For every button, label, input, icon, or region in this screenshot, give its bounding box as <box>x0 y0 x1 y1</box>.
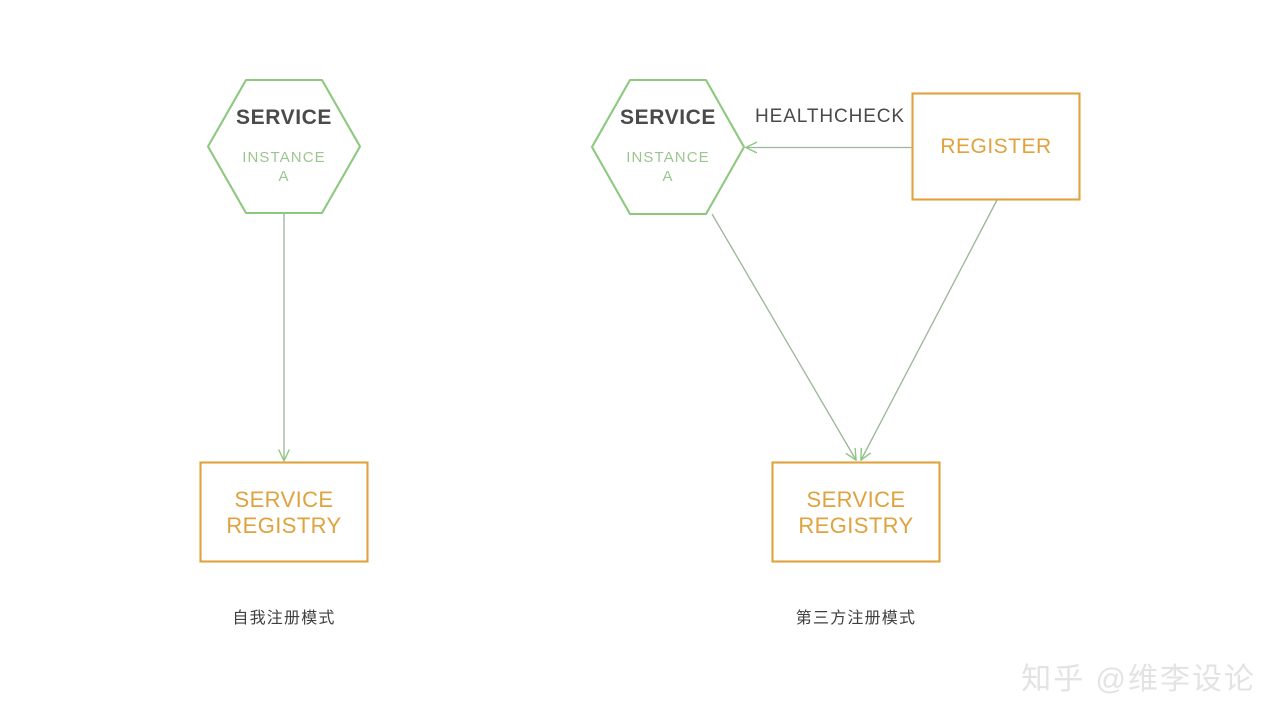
service-hexagon-title-right: SERVICE <box>619 106 716 129</box>
service-hexagon-title-left: SERVICE <box>235 106 332 129</box>
service-registry-label-line2-left: REGISTRY <box>226 513 342 538</box>
service-registry-label-line1-left: SERVICE <box>234 487 334 512</box>
edge-register-to-registry <box>861 199 998 460</box>
service-hexagon-subtitle-line1-right: INSTANCE <box>626 149 710 166</box>
service-registry-label-line2-right: REGISTRY <box>798 513 914 538</box>
service-hexagon-subtitle-line2-left: A <box>278 168 290 185</box>
service-hexagon-shape-left <box>206 78 362 215</box>
register-box-shape <box>911 92 1081 201</box>
watermark: 知乎 @维李设论 <box>1021 663 1256 696</box>
register-box-label: REGISTER <box>940 135 1052 158</box>
service-hexagon-subtitle-line2-right: A <box>662 168 674 185</box>
edge-label-healthcheck: HEALTHCHECK <box>755 106 905 127</box>
service-registry-label-line1-right: SERVICE <box>806 487 906 512</box>
service-registry-box-shape-left <box>199 461 369 563</box>
caption-third-party-registration: 第三方注册模式 <box>795 610 917 627</box>
service-registry-box-shape-right <box>771 461 941 563</box>
caption-self-registration: 自我注册模式 <box>232 610 336 627</box>
edge-service-to-registry-right <box>711 213 856 460</box>
service-hexagon-shape-right <box>590 78 746 216</box>
service-hexagon-subtitle-line1-left: INSTANCE <box>242 149 326 166</box>
